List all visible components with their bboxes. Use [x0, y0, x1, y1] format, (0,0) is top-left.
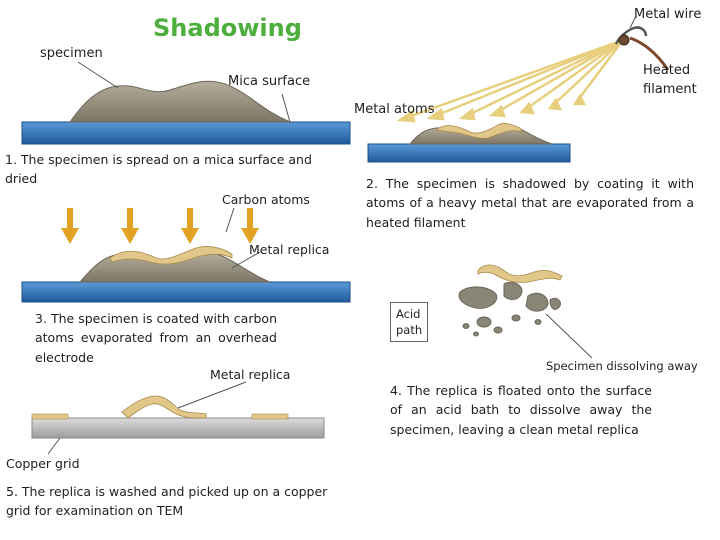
pointer-metal-replica-1: [231, 251, 261, 269]
label-mica-surface: Mica surface: [228, 74, 311, 89]
washed-replica-5: [121, 395, 207, 419]
panel-1-specimen-on-mica: [21, 61, 351, 145]
step-4-caption: 4. The replica is floated onto the surfa…: [390, 383, 652, 437]
panel-3-carbon-coating: [21, 207, 351, 303]
label-heated-filament: Heated filament: [643, 62, 697, 100]
pointer-dissolving: [545, 313, 593, 359]
pointer-specimen: [77, 61, 119, 89]
pointer-metal-replica-2: [177, 381, 247, 409]
carbon-arrows: [61, 208, 259, 244]
label-metal-replica-2: Metal replica: [210, 367, 291, 382]
label-metal-replica-1: Metal replica: [249, 242, 330, 257]
panel-4-acid-bath: [458, 264, 593, 359]
panel-5-copper-grid: [31, 381, 325, 455]
pointer-copper-grid: [47, 437, 61, 455]
metal-rays: [396, 38, 624, 123]
mica-surface-2: [367, 143, 571, 163]
copper-grid-bar: [31, 417, 325, 439]
label-metal-atoms: Metal atoms: [354, 102, 435, 117]
pointer-carbon: [225, 207, 235, 233]
acid-bath-box: Acid path: [390, 302, 429, 343]
metal-shadow-coat-2: [435, 123, 523, 139]
label-copper-grid: Copper grid: [6, 456, 80, 471]
acid-bath-line-2: path: [396, 323, 423, 338]
step-2-caption: 2. The specimen is shadowed by coating i…: [366, 176, 694, 230]
page-title: Shadowing: [153, 14, 302, 42]
heated-filament: [629, 36, 670, 71]
step-1-caption: 1. The specimen is spread on a mica surf…: [5, 152, 312, 187]
filament-tip: [618, 34, 630, 46]
specimen-blob-1: [69, 80, 291, 123]
label-specimen-dissolving: Specimen dissolving away: [546, 359, 698, 373]
floating-replica-4: [477, 264, 563, 283]
mica-surface-3: [21, 281, 351, 303]
metal-replica-coat-3: [109, 246, 233, 265]
label-heated-filament-line-2: filament: [643, 81, 697, 97]
step-3-caption: 3. The specimen is coated with carbon at…: [35, 311, 277, 365]
pointer-mica: [281, 93, 291, 123]
label-specimen: specimen: [40, 46, 103, 61]
dissolving-fragments: [458, 281, 561, 337]
grid-edge-left: [31, 413, 69, 420]
label-heated-filament-line-1: Heated: [643, 63, 691, 78]
mica-surface-1: [21, 121, 351, 145]
label-carbon-atoms: Carbon atoms: [222, 192, 310, 207]
label-metal-wire: Metal wire: [634, 7, 702, 22]
panel-2-metal-shadowing: [367, 15, 670, 163]
grid-edge-right: [251, 413, 289, 420]
step-5-caption: 5. The replica is washed and picked up o…: [6, 484, 328, 519]
acid-bath-line-1: Acid: [396, 307, 421, 321]
pointer-metal-wire: [629, 15, 637, 29]
